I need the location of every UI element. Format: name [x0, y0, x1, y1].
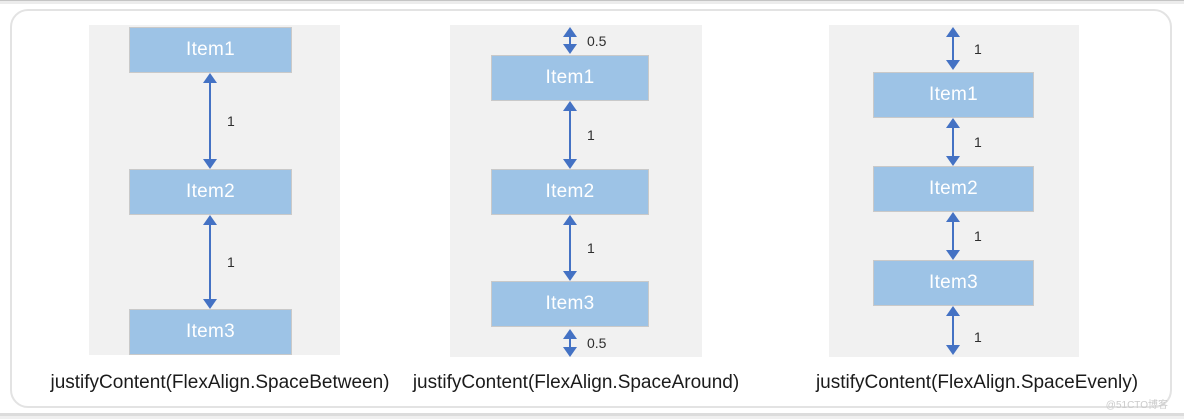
gap-arrow: [946, 306, 960, 355]
gap-arrow: [946, 27, 960, 70]
gap-value-label: 0.5: [587, 335, 607, 351]
gap-arrow: [563, 101, 577, 169]
gap-arrow: [203, 215, 217, 309]
gap-arrow: [946, 212, 960, 260]
gap-value-label: 1: [974, 329, 982, 345]
item-label: Item2: [185, 181, 236, 202]
gap-arrow-shaft: [569, 223, 571, 273]
gap-value-label: 1: [227, 113, 235, 129]
item-box: Item2: [491, 169, 649, 215]
item-label: Item1: [928, 84, 979, 105]
gap-value-label: 1: [974, 41, 982, 57]
flex-justify-content-card: Item1 1 Item2 1 Item3 0.5 Item1 1 Item2 …: [10, 9, 1172, 408]
panel-caption-space-evenly: justifyContent(FlexAlign.SpaceEvenly): [815, 372, 1139, 393]
page-bottom-divider-light: [0, 416, 1184, 419]
gap-value-label: 0.5: [587, 33, 607, 49]
item-box: Item3: [873, 260, 1034, 306]
item-box: Item1: [873, 72, 1034, 118]
item-box: Item1: [129, 27, 292, 73]
item-box: Item2: [873, 166, 1034, 212]
page-top-divider-light: [0, 1, 1184, 4]
gap-value-label: 1: [974, 228, 982, 244]
gap-arrow: [203, 73, 217, 169]
gap-value-label: 1: [587, 127, 595, 143]
panel-caption-space-around: justifyContent(FlexAlign.SpaceAround): [412, 372, 740, 393]
panel-space-between: Item1 1 Item2 1 Item3: [89, 25, 340, 355]
panel-space-around: 0.5 Item1 1 Item2 1 Item3 0.5: [450, 25, 702, 357]
gap-arrow-shaft: [952, 35, 954, 62]
item-label: Item3: [185, 321, 236, 342]
gap-arrow-shaft: [569, 337, 571, 349]
page-bottom-divider: [0, 413, 1184, 416]
gap-arrow-shaft: [952, 314, 954, 347]
gap-arrow-shaft: [209, 81, 211, 161]
gap-arrow: [563, 27, 577, 54]
gap-arrow-shaft: [952, 126, 954, 158]
item-label: Item2: [928, 178, 979, 199]
page-top-divider: [0, 0, 1184, 1]
watermark: @51CTO博客: [1105, 400, 1168, 411]
gap-arrow-shaft: [569, 35, 571, 46]
item-box: Item1: [491, 55, 649, 101]
item-label: Item1: [185, 39, 236, 60]
panel-space-evenly: 1 Item1 1 Item2 1 Item3 1: [829, 25, 1079, 357]
gap-arrow-shaft: [569, 109, 571, 161]
item-label: Item1: [545, 67, 595, 88]
item-box: Item3: [129, 309, 292, 355]
item-label: Item3: [928, 272, 979, 293]
gap-value-label: 1: [227, 254, 235, 270]
item-box: Item3: [491, 281, 649, 327]
gap-arrow: [563, 215, 577, 281]
gap-arrow: [946, 118, 960, 166]
gap-arrow: [563, 329, 577, 357]
gap-arrow-shaft: [209, 223, 211, 301]
gap-value-label: 1: [974, 134, 982, 150]
item-label: Item3: [545, 293, 595, 314]
item-label: Item2: [545, 181, 595, 202]
panel-caption-space-between: justifyContent(FlexAlign.SpaceBetween): [50, 372, 390, 393]
item-box: Item2: [129, 169, 292, 215]
gap-value-label: 1: [587, 240, 595, 256]
gap-arrow-shaft: [952, 220, 954, 252]
